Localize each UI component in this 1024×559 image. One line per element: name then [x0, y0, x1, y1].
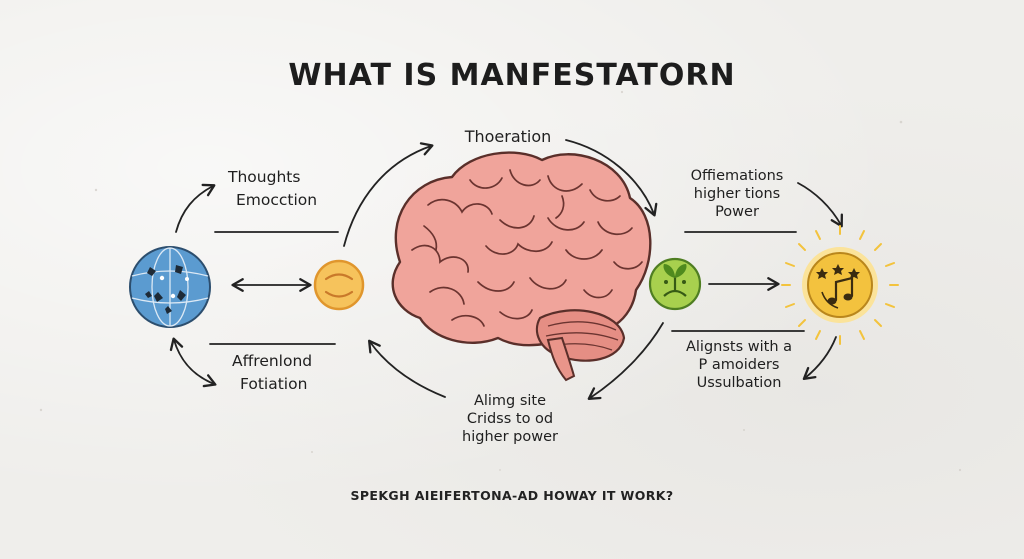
label-line: higher tions: [693, 186, 781, 203]
label-line: P amoiders: [698, 357, 780, 374]
label-left-top: Thoughts Emocction: [228, 168, 317, 211]
label-line: Affrenlond: [232, 352, 313, 370]
brain-illustration: [391, 151, 652, 382]
label-line: Fotiation: [240, 375, 308, 394]
label-left-bottom: Affrenlond Fotiation: [232, 352, 312, 395]
label-bottom-center: Alimg site Cridss to od higher power: [440, 392, 580, 446]
globe-icon: [129, 246, 211, 328]
label-line: higher power: [462, 429, 558, 446]
label-right-bottom: Alignsts with a P amoiders Ussulbation: [670, 338, 808, 392]
page-title: WHAT IS MANFESTATORN: [288, 58, 736, 93]
label-top-center: Thoeration: [438, 127, 578, 147]
label-line: Alimg site: [473, 393, 547, 409]
arrow-top-to-brain: [565, 139, 658, 217]
label-line: Power: [715, 204, 759, 221]
arrow-smiley-to-top: [343, 142, 434, 247]
arrow-bottom-to-smiley: [368, 339, 446, 398]
arrow-sun-to-right-bottom: [802, 336, 837, 381]
label-line: Ussulbation: [696, 375, 782, 392]
label-right-top: Offiemations higher tions Power: [670, 167, 804, 221]
footer-caption: SPEKGH AIEIFERTONA-AD HOWAY IT WORK?: [350, 488, 674, 503]
sun-music-icon: [781, 225, 899, 345]
arrow-seed-to-bottom: [587, 322, 664, 400]
arrow-globe-to-affirmation: [169, 337, 217, 388]
arrow-right-top-to-sun: [797, 182, 843, 228]
label-line: Thoughts: [228, 168, 301, 186]
label-line: Thoeration: [464, 127, 552, 146]
label-line: Offiemations: [690, 168, 784, 184]
paper-speckles: [39, 90, 962, 472]
seedling-icon: [648, 257, 702, 311]
smiley-icon: [313, 259, 365, 311]
label-line: Alignsts with a: [685, 339, 793, 355]
label-line: Cridss to od: [466, 411, 554, 428]
arrow-globe-to-thoughts: [175, 183, 216, 233]
label-line: Emocction: [236, 191, 318, 210]
